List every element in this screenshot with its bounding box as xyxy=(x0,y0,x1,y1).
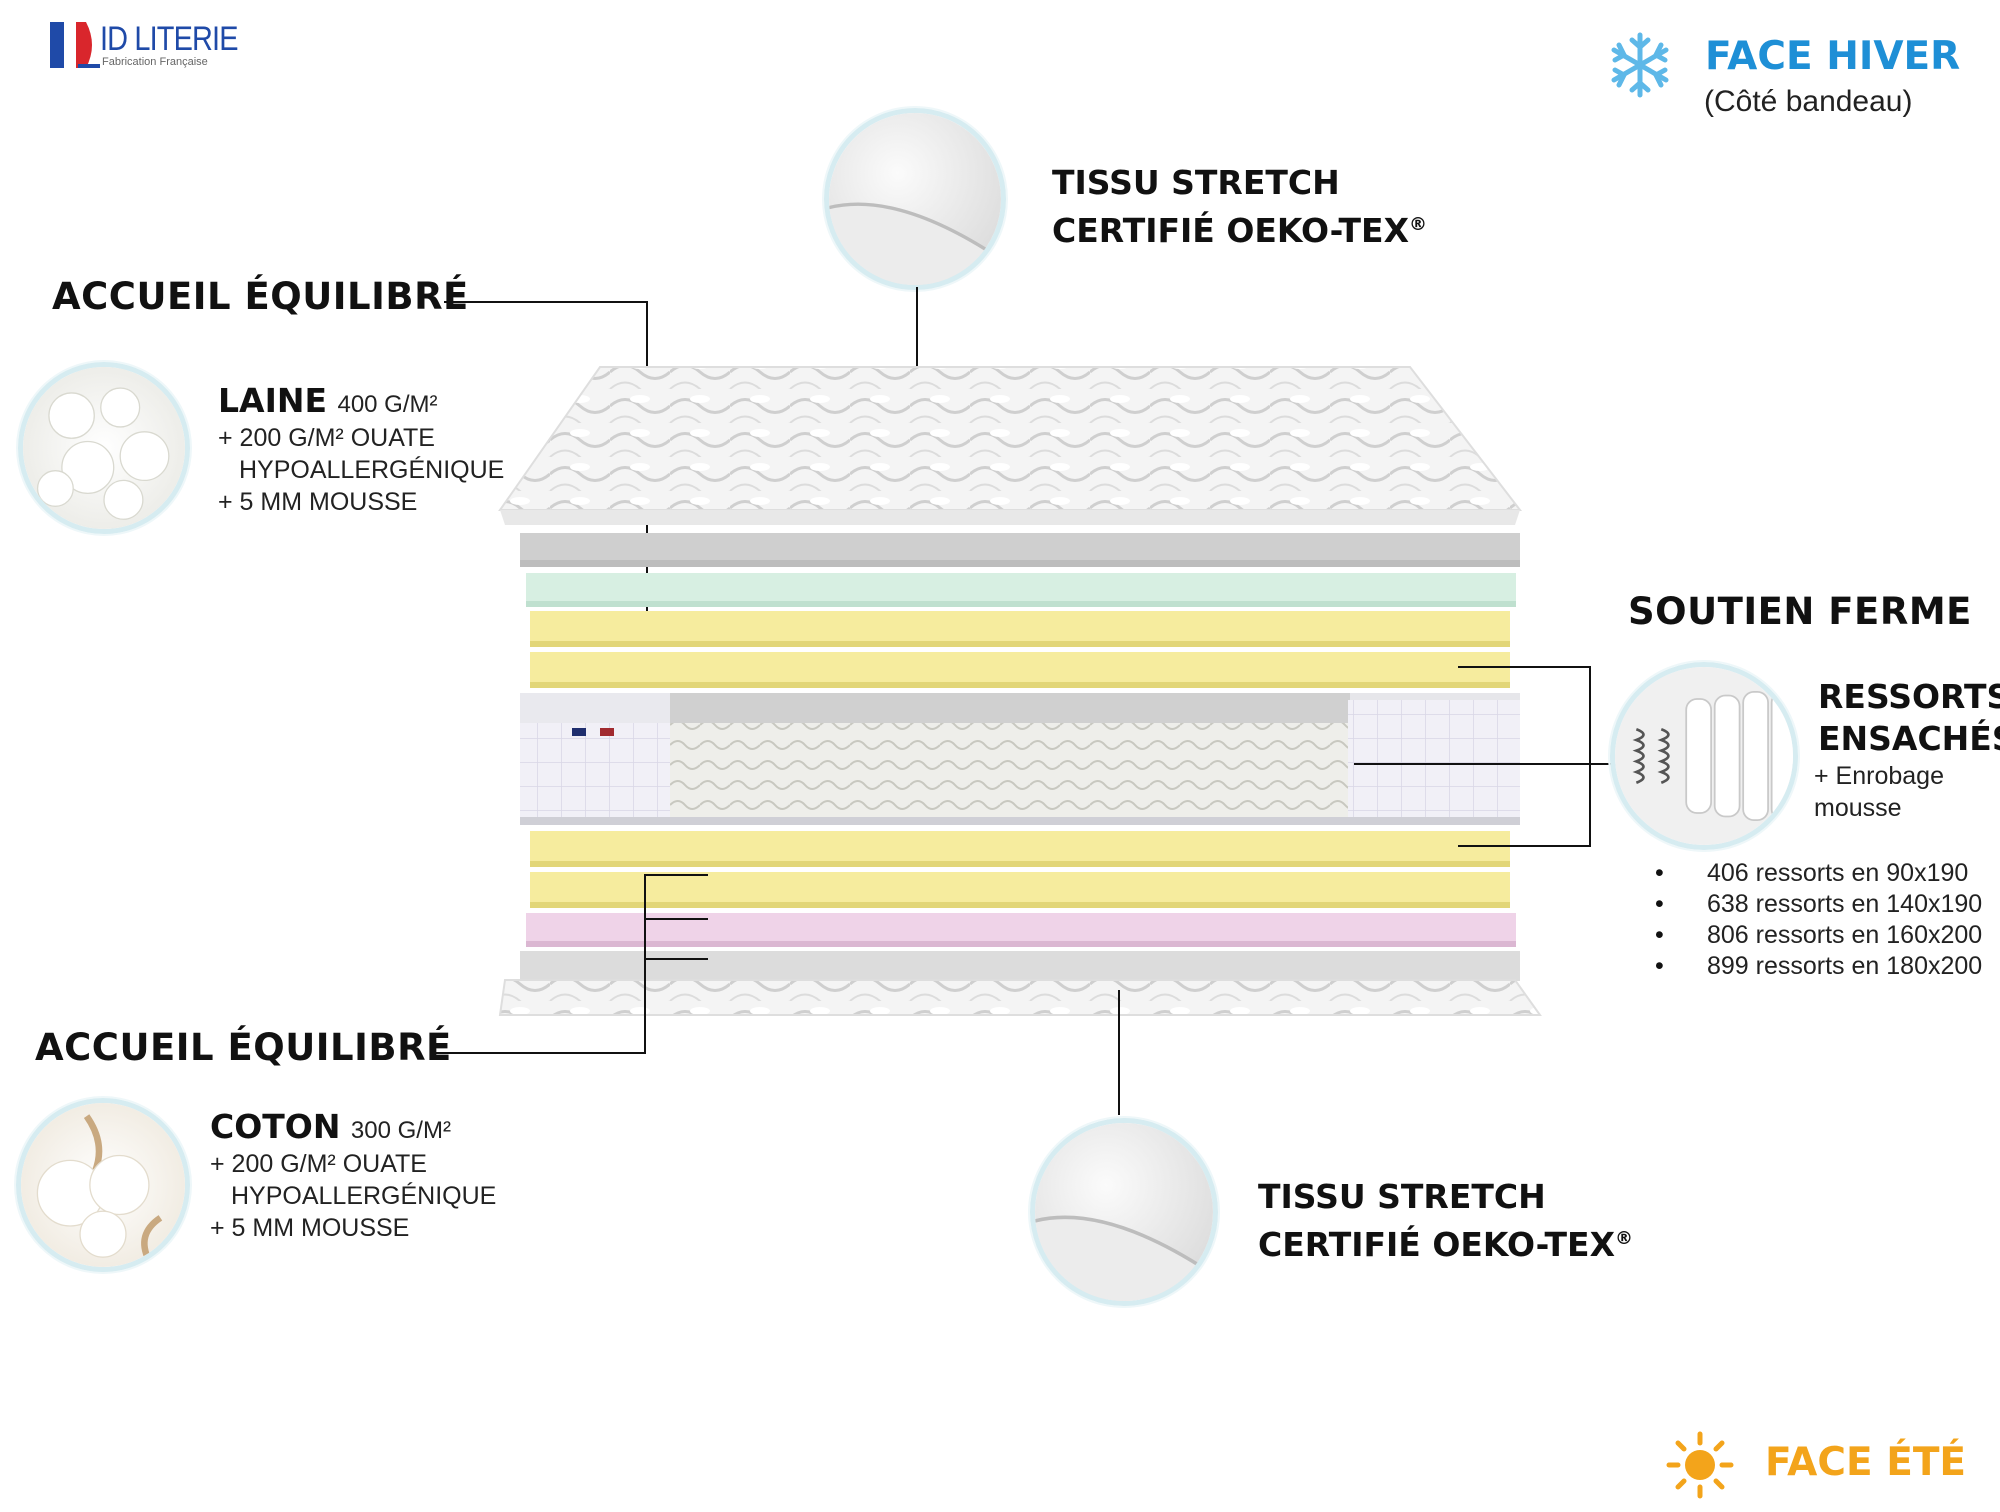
winter-subtitle: (Côté bandeau) xyxy=(1704,85,1913,118)
support-desc-2: mousse xyxy=(1814,794,1902,822)
summer-title: FACE ÉTÉ xyxy=(1765,1440,1967,1485)
comfort-top-line-2: HYPOALLERGÉNIQUE xyxy=(239,456,505,484)
bottom-fabric-label: TISSU STRETCH CERTIFIÉ OEKO-TEX® xyxy=(1258,1176,1633,1266)
comfort-bottom-leader-h xyxy=(434,1052,646,1054)
bottom-fabric-swatch xyxy=(1030,1118,1218,1306)
spring-count-item: 899 ressorts en 180x200 xyxy=(1655,951,1982,982)
top-fabric-line2: CERTIFIÉ OEKO-TEX® xyxy=(1052,204,1427,252)
snowflake-icon xyxy=(1611,32,1669,98)
mattress-illustration xyxy=(498,366,1542,1016)
top-fabric-leader xyxy=(916,287,918,427)
comfort-top-details: LAINE 400 G/M² + 200 G/M² OUATE HYPOALLE… xyxy=(218,380,504,518)
comfort-bottom-leader-v xyxy=(644,874,646,1054)
spring-count-item: 806 ressorts en 160x200 xyxy=(1655,920,1982,951)
summer-side-badge: FACE ÉTÉ xyxy=(1665,1430,1967,1500)
top-fabric-line2-text: CERTIFIÉ OEKO-TEX xyxy=(1052,211,1410,250)
comfort-top-heading: ACCUEIL ÉQUILIBRÉ xyxy=(52,275,469,318)
top-quilted-panel xyxy=(498,366,1523,525)
winter-title: FACE HIVER xyxy=(1705,34,1961,79)
bottom-fabric-line2: CERTIFIÉ OEKO-TEX® xyxy=(1258,1218,1633,1266)
brand-tagline: Fabrication Française xyxy=(102,56,208,68)
support-leader-mid xyxy=(1354,763,1612,765)
support-leader-top xyxy=(1458,666,1591,668)
comfort-bottom-material: COTON xyxy=(210,1107,341,1146)
support-leader-bottom xyxy=(1458,845,1591,847)
comfort-bottom-tick-2 xyxy=(644,918,708,920)
comfort-top-line-3: + 5 MM MOUSSE xyxy=(218,488,418,516)
comfort-bottom-weight: 300 G/M² xyxy=(350,1117,451,1144)
spring-count-item: 406 ressorts en 90x190 xyxy=(1655,858,1982,889)
bottom-fabric-line2-text: CERTIFIÉ OEKO-TEX xyxy=(1258,1225,1616,1264)
support-desc-1: + Enrobage xyxy=(1814,762,1944,790)
spring-core xyxy=(520,693,1520,825)
registered-mark: ® xyxy=(1615,1228,1634,1249)
sun-icon xyxy=(1666,1431,1734,1499)
comfort-top-weight: 400 G/M² xyxy=(337,391,438,418)
support-title-2: ENSACHÉS xyxy=(1818,719,2000,758)
comfort-bottom-line-3: + 5 MM MOUSSE xyxy=(210,1214,410,1242)
comfort-top-leader-h xyxy=(444,301,648,303)
top-fabric-line1: TISSU STRETCH xyxy=(1052,163,1340,202)
support-leader-v xyxy=(1589,666,1591,847)
winter-side-badge: FACE HIVER (Côté bandeau) xyxy=(1605,30,1965,130)
top-fabric-swatch xyxy=(824,108,1006,290)
bottom-fabric-line1: TISSU STRETCH xyxy=(1258,1177,1546,1216)
support-heading: SOUTIEN FERME xyxy=(1628,590,1972,633)
spring-count-list: 406 ressorts en 90x190 638 ressorts en 1… xyxy=(1655,858,1982,982)
bottom-quilted-panel xyxy=(498,979,1542,1016)
wool-swatch xyxy=(18,362,190,534)
comfort-bottom-details: COTON 300 G/M² + 200 G/M² OUATE HYPOALLE… xyxy=(210,1106,496,1244)
pocket-springs-swatch xyxy=(1610,662,1798,850)
comfort-top-material-row: LAINE 400 G/M² xyxy=(218,380,504,422)
comfort-bottom-material-row: COTON 300 G/M² xyxy=(210,1106,496,1148)
comfort-bottom-line-2: HYPOALLERGÉNIQUE xyxy=(231,1182,497,1210)
brand-name: ID LITERIE xyxy=(100,20,238,58)
comfort-bottom-line-1: + 200 G/M² OUATE xyxy=(210,1150,427,1178)
registered-mark: ® xyxy=(1409,214,1428,235)
bottom-fabric-leader xyxy=(1118,990,1120,1115)
support-title-1: RESSORTS xyxy=(1818,677,2000,716)
comfort-top-line-1: + 200 G/M² OUATE xyxy=(218,424,435,452)
spring-count-item: 638 ressorts en 140x190 xyxy=(1655,889,1982,920)
layer-grey-bottom xyxy=(520,951,1520,981)
cotton-swatch xyxy=(16,1098,190,1272)
comfort-bottom-tick-1 xyxy=(644,874,708,876)
comfort-bottom-tick-3 xyxy=(644,958,708,960)
brand-logo: ID LITERIE Fabrication Française xyxy=(50,20,250,72)
top-fabric-label: TISSU STRETCH CERTIFIÉ OEKO-TEX® xyxy=(1052,162,1427,252)
comfort-bottom-heading: ACCUEIL ÉQUILIBRÉ xyxy=(35,1026,452,1069)
logo-mark-icon xyxy=(50,22,100,68)
support-details: RESSORTS ENSACHÉS + Enrobage mousse xyxy=(1814,676,2000,824)
comfort-top-material: LAINE xyxy=(218,381,328,420)
